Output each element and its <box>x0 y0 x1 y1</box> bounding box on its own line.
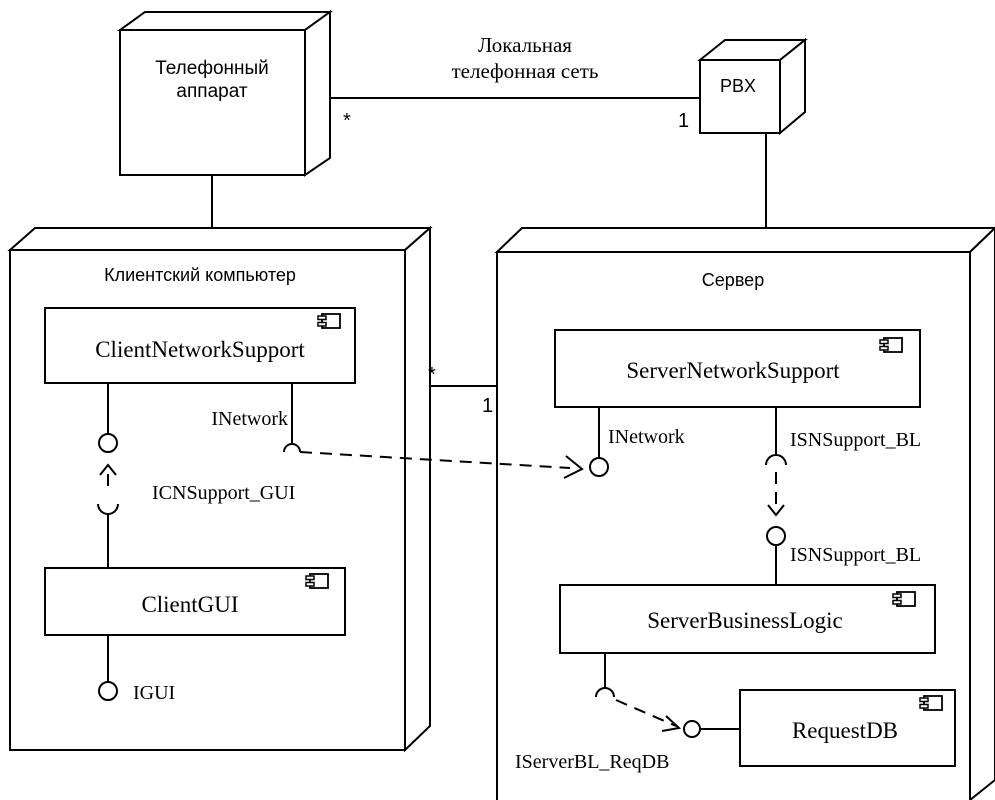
client-gui-label: ClientGUI <box>141 592 238 617</box>
server-business-logic-component <box>559 584 936 654</box>
pbx-node-label: PBX <box>720 76 756 96</box>
inetwork-dependency-arrowhead <box>563 455 584 479</box>
iserverbl-reqdb-arrowhead <box>661 715 682 732</box>
isnsupport-bl-lollipop <box>766 526 786 546</box>
client-inetwork-socket <box>283 443 301 453</box>
request-db-label: RequestDB <box>792 718 898 743</box>
server-inetwork-lollipop <box>589 457 609 477</box>
server-inetwork-label: INetwork <box>608 426 685 448</box>
iserverbl-reqdb-dependency <box>615 699 677 727</box>
client-network-support-label: ClientNetworkSupport <box>95 337 305 362</box>
icnsupport-gui-lollipop <box>98 433 118 453</box>
phone-node <box>116 10 334 177</box>
component-icon <box>919 695 943 711</box>
isnsupport-bl-arrowhead <box>767 504 785 517</box>
icnsupport-gui-label: ICNSupport_GUI <box>152 482 295 504</box>
request-db-component <box>739 689 956 767</box>
component-icon <box>892 591 916 607</box>
iserverbl-reqdb-lollipop <box>683 720 701 738</box>
igui-label: IGUI <box>133 682 175 704</box>
client-inetwork-label: INetwork <box>211 408 288 430</box>
iserverbl-reqdb-socket <box>595 687 615 698</box>
icnsupport-gui-arrowhead <box>99 463 117 476</box>
server-network-support-label: ServerNetworkSupport <box>626 358 840 383</box>
server-label: Сервер <box>702 270 764 290</box>
client-server-multiplicity-one: 1 <box>482 395 493 417</box>
pbx-node <box>697 37 808 136</box>
component-icon <box>879 337 903 353</box>
client-server-multiplicity-many: * <box>428 364 436 386</box>
igui-lollipop <box>98 681 118 701</box>
client-network-support-component <box>44 307 356 384</box>
inetwork-dependency <box>299 451 571 469</box>
isnsupport-bl-socket <box>765 454 787 466</box>
component-icon <box>317 313 341 329</box>
server-network-support-component <box>554 329 921 408</box>
isnsupport-bl-required-label: ISNSupport_BL <box>790 429 921 451</box>
phone-pbx-multiplicity-one: 1 <box>678 110 689 132</box>
component-icon <box>305 573 329 589</box>
iserverbl-reqdb-label: IServerBL_ReqDB <box>515 751 669 773</box>
server-business-logic-label: ServerBusinessLogic <box>647 608 842 633</box>
client-computer-label: Клиентский компьютер <box>104 265 296 285</box>
client-gui-component <box>44 567 346 636</box>
phone-pbx-multiplicity-many: * <box>343 110 351 132</box>
isnsupport-bl-provided-label: ISNSupport_BL <box>790 544 921 566</box>
